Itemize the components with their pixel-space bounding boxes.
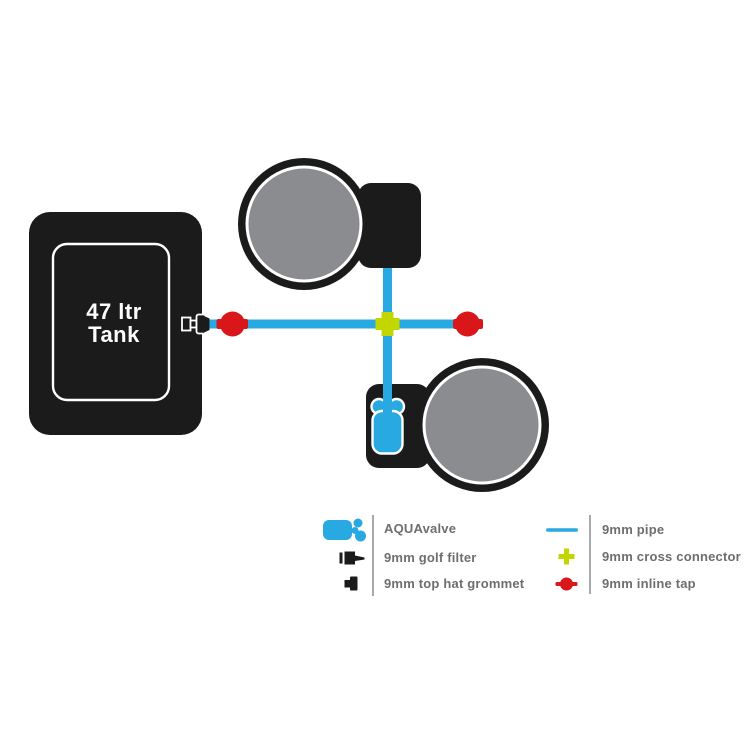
- tank-word-text: Tank: [88, 322, 140, 347]
- pot2-top: [425, 368, 539, 482]
- inline-tap-right: [453, 311, 483, 337]
- legend-divider-left: [372, 515, 374, 596]
- pot1-tray: [358, 183, 421, 268]
- cross-connector-vbar: [381, 312, 394, 336]
- aquavalve-icon: [323, 518, 366, 542]
- tank-label: 47 ltr Tank: [44, 300, 184, 346]
- inline-tap-left: [216, 311, 248, 337]
- legend-label-cross-connector: 9mm cross connector: [602, 549, 741, 564]
- top-hat-grommet-icon: [344, 576, 358, 591]
- cross-connector-icon: [558, 548, 575, 565]
- pipe-vertical: [383, 268, 392, 430]
- tank-capacity-text: 47 ltr: [86, 299, 142, 324]
- inline-tap-icon: [555, 577, 578, 591]
- inline-tap-right-knob: [455, 311, 480, 337]
- legend-label-inline-tap: 9mm inline tap: [602, 576, 696, 591]
- cross-connector: [375, 312, 400, 336]
- top-hat-grommet: [195, 313, 210, 335]
- pot1-top: [248, 168, 360, 280]
- legend-label-pipe: 9mm pipe: [602, 522, 665, 537]
- legend-label-golf-filter: 9mm golf filter: [384, 549, 477, 565]
- tank-body: [29, 212, 202, 435]
- pot1: [238, 158, 370, 290]
- legend-divider-right: [589, 515, 591, 594]
- pot2: [415, 358, 549, 492]
- inline-tap-left-knob: [220, 311, 245, 337]
- pipe-icon: [546, 528, 578, 532]
- top-hat-grommet-cone: [203, 315, 210, 333]
- pipe-horizontal: [207, 319, 453, 329]
- tank-inner-outline: [51, 242, 171, 402]
- legend-label-aquavalve: AQUAvalve: [384, 520, 457, 536]
- legend-label-top-hat-grommet: 9mm top hat grommet: [384, 575, 525, 591]
- golf-filter-icon: [339, 551, 365, 565]
